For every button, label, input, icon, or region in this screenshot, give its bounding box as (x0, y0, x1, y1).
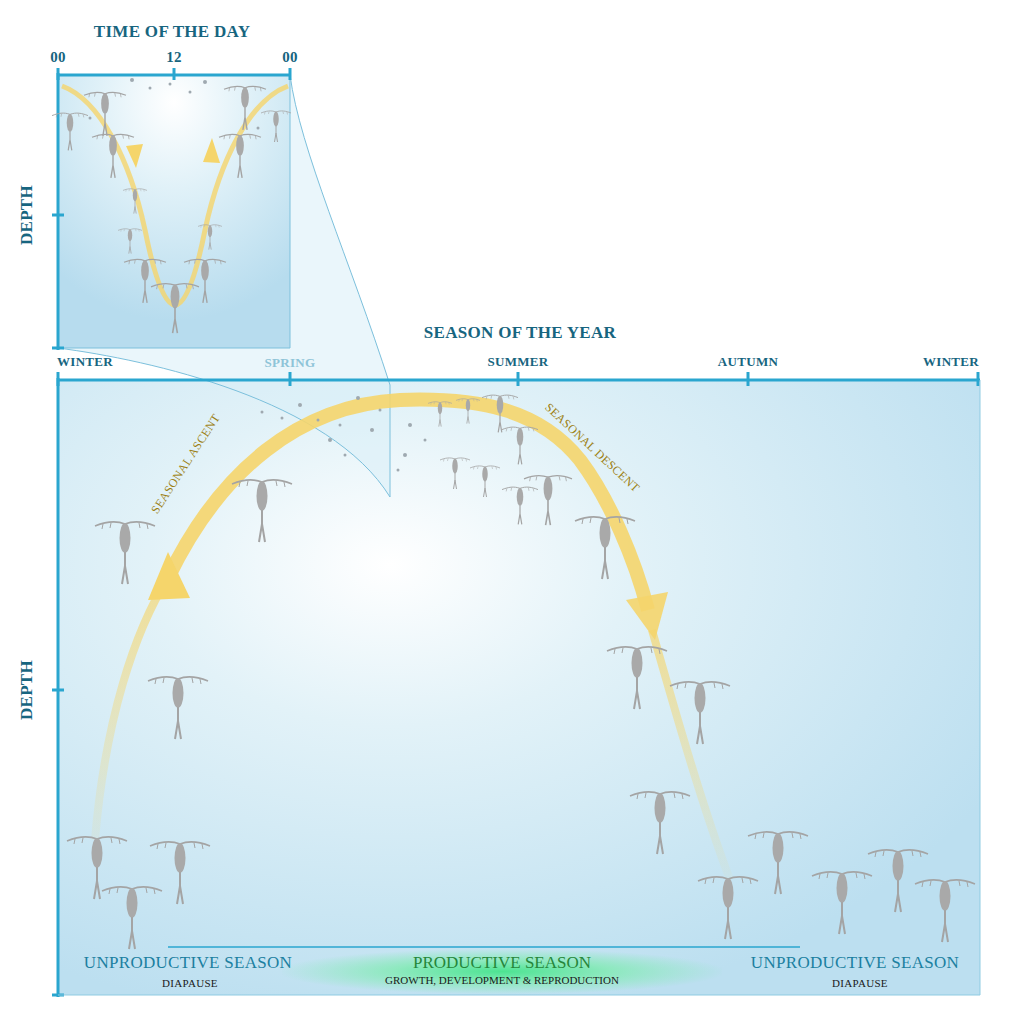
band-title: PRODUCTIVE SEASON (312, 953, 692, 973)
season-label: WINTER (57, 355, 113, 369)
season-label: SUMMER (487, 355, 548, 369)
season-band-note: DIAPAUSE (162, 977, 218, 989)
tick-label: 12 (166, 49, 182, 66)
band-note: GROWTH, DEVELOPMENT & REPRODUCTION (312, 974, 692, 987)
tick-label: 00 (50, 49, 66, 66)
season-band-label: UNPRODUCTIVE SEASON (84, 954, 292, 973)
axis-title: DEPTH (18, 185, 37, 245)
axis-title: DEPTH (18, 660, 37, 720)
axis-title: TIME OF THE DAY (94, 23, 250, 42)
season-label: WINTER (923, 355, 979, 369)
season-label: SPRING (265, 356, 316, 370)
season-band-label: UNPRODUCTIVE SEASON (751, 954, 959, 973)
season-band: PRODUCTIVE SEASONGROWTH, DEVELOPMENT & R… (282, 949, 722, 994)
axis-title: SEASON OF THE YEAR (424, 324, 616, 343)
season-band-note: DIAPAUSE (832, 977, 888, 989)
season-label: AUTUMN (718, 355, 778, 369)
tick-label: 00 (282, 49, 298, 66)
